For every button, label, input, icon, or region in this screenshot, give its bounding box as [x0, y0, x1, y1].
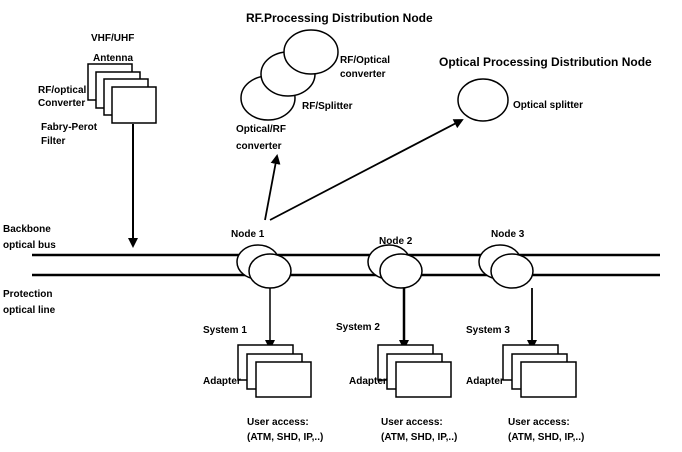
- optical-rf-label-2: converter: [236, 141, 282, 152]
- node-2: [367, 244, 452, 398]
- node-3: [478, 244, 577, 398]
- antenna-label-1: VHF/UHF: [91, 33, 134, 44]
- rf-optical-label-2: converter: [340, 69, 386, 80]
- rf-processing-node: [240, 29, 339, 121]
- optical-splitter-label: Optical splitter: [513, 100, 583, 111]
- rf-optical-label-1: RF/Optical: [340, 55, 390, 66]
- backbone-label-2: optical bus: [3, 240, 56, 251]
- backbone-label-1: Backbone: [3, 224, 51, 235]
- adapter-1-label: Adapter: [203, 376, 241, 387]
- user-access-1-line2: (ATM, SHD, IP,..): [247, 432, 323, 443]
- antenna-label-2: Antenna: [93, 53, 133, 64]
- optical-splitter-ellipse: [457, 78, 509, 122]
- protection-label-2: optical line: [3, 305, 56, 316]
- rf-splitter-label: RF/Splitter: [302, 101, 353, 112]
- node1-to-rf-node-arrow: [264, 154, 281, 221]
- fabry-perot-filter-label-2: Filter: [41, 136, 66, 147]
- rf-node-title: RF.Processing Distribution Node: [246, 11, 433, 25]
- adapter-2-label: Adapter: [349, 376, 387, 387]
- system-3-label: System 3: [466, 325, 510, 336]
- fabry-perot-filter-label-1: Fabry-Perot: [41, 122, 98, 133]
- user-access-3-line2: (ATM, SHD, IP,..): [508, 432, 584, 443]
- node-1-label: Node 1: [231, 229, 265, 240]
- node-3-label: Node 3: [491, 229, 525, 240]
- system-1-label: System 1: [203, 325, 247, 336]
- user-access-2-line2: (ATM, SHD, IP,..): [381, 432, 457, 443]
- rf-optical-converter-label-1: RF/optical: [38, 85, 87, 96]
- protection-label-1: Protection: [3, 289, 52, 300]
- adapter-3-label: Adapter: [466, 376, 504, 387]
- user-access-2-line1: User access:: [381, 417, 443, 428]
- node-1: [236, 244, 312, 398]
- node1-to-optical-node-arrow: [269, 119, 464, 221]
- user-access-3-line1: User access:: [508, 417, 570, 428]
- node-2-label: Node 2: [379, 236, 413, 247]
- antenna-converter-stack: [87, 63, 157, 124]
- rf-optical-converter-label-2: Converter: [38, 98, 85, 109]
- user-access-1-line1: User access:: [247, 417, 309, 428]
- optical-rf-label-1: Optical/RF: [236, 124, 286, 135]
- system-2-label: System 2: [336, 322, 380, 333]
- optical-node-title: Optical Processing Distribution Node: [439, 55, 652, 69]
